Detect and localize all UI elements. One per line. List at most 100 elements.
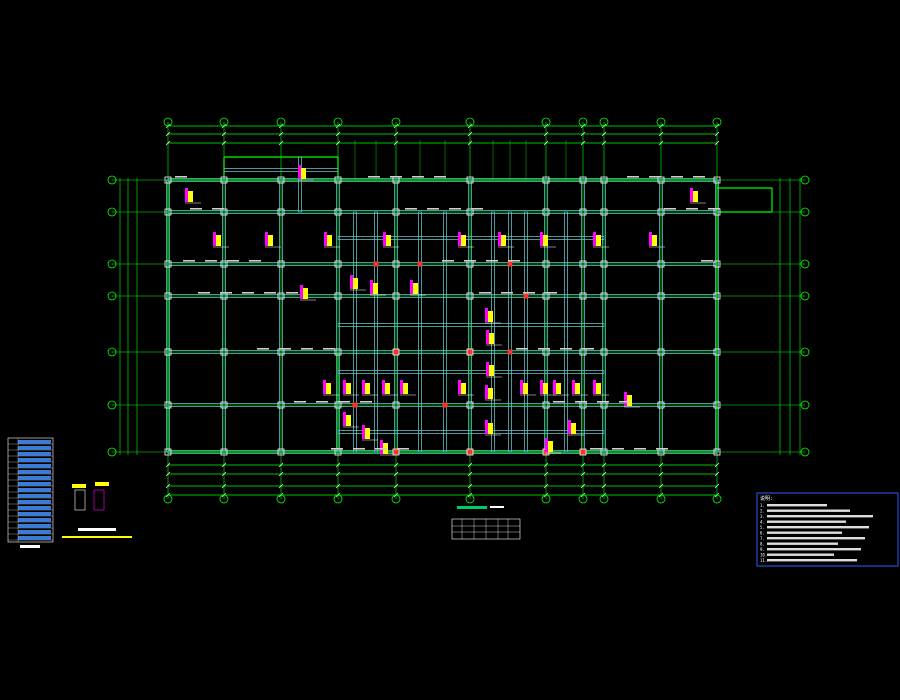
beam-horizontal bbox=[167, 262, 718, 266]
schedule-row-fill bbox=[18, 524, 51, 528]
column bbox=[579, 208, 587, 216]
beam-horizontal bbox=[223, 168, 339, 172]
schedule-row-fill bbox=[18, 530, 51, 534]
dimension-tick-mark bbox=[580, 471, 586, 477]
annotation-flag bbox=[365, 428, 370, 439]
axis-bubble bbox=[712, 494, 722, 504]
beam-text-mark bbox=[190, 208, 202, 210]
column bbox=[164, 401, 172, 409]
beam-text-mark bbox=[560, 348, 572, 350]
annotation-flag-bar bbox=[545, 438, 548, 452]
dimension-tick-mark bbox=[543, 471, 549, 477]
beam-text-mark bbox=[501, 292, 513, 294]
dimension-tick-mark bbox=[601, 131, 607, 137]
notes-line-text-mark bbox=[767, 542, 838, 545]
dimension-tick-mark bbox=[467, 483, 473, 489]
column bbox=[334, 292, 342, 300]
beam-vertical bbox=[508, 211, 512, 453]
column bbox=[277, 208, 285, 216]
dimension-tick-mark bbox=[580, 131, 586, 137]
dimension-tick-mark bbox=[601, 483, 607, 489]
annotation-flag-bar bbox=[593, 232, 596, 246]
column bbox=[334, 176, 342, 184]
dimension-tick-mark bbox=[335, 462, 341, 468]
notes-line: 11. bbox=[760, 558, 767, 563]
axis-bubble bbox=[163, 494, 173, 504]
annotation-flag bbox=[693, 191, 698, 202]
beam-text-mark bbox=[397, 448, 409, 450]
column bbox=[466, 292, 474, 300]
beam-text-mark bbox=[405, 208, 417, 210]
axis-bubble bbox=[599, 117, 609, 127]
beam-text-mark bbox=[390, 176, 402, 178]
annotation-flag bbox=[303, 288, 308, 299]
beam-vertical bbox=[443, 211, 447, 453]
beam-horizontal bbox=[167, 294, 718, 298]
axis-bubble bbox=[599, 494, 609, 504]
column bbox=[713, 401, 721, 409]
annotation-flag-bar bbox=[485, 308, 488, 322]
column bbox=[542, 401, 550, 409]
column bbox=[466, 176, 474, 184]
column bbox=[220, 401, 228, 409]
beam-text-mark bbox=[464, 260, 476, 262]
notes-line: 1. bbox=[760, 503, 765, 508]
beam-text-mark bbox=[227, 260, 239, 262]
annotation-flag-bar bbox=[485, 385, 488, 399]
detail-caption-mark bbox=[78, 528, 116, 531]
annotation-flag-bar bbox=[362, 425, 365, 439]
axis-bubble bbox=[107, 291, 117, 301]
dimension-tick-mark bbox=[467, 131, 473, 137]
schedule-row-fill bbox=[18, 482, 51, 486]
beam-vertical bbox=[602, 179, 606, 453]
dimension-tick-mark bbox=[543, 131, 549, 137]
annotation-flag bbox=[461, 383, 466, 394]
beam-text-mark bbox=[242, 292, 254, 294]
axis-bubble bbox=[800, 207, 810, 217]
column-detail bbox=[62, 482, 132, 538]
beam-horizontal bbox=[337, 370, 605, 374]
annotation-flag-bar bbox=[540, 232, 543, 246]
column bbox=[277, 260, 285, 268]
annotation-flag bbox=[373, 283, 378, 294]
axis-bubble bbox=[578, 117, 588, 127]
annotation-flag bbox=[596, 235, 601, 246]
beam-vertical bbox=[659, 179, 663, 453]
beam-text-mark bbox=[486, 260, 498, 262]
annotation-flag bbox=[346, 415, 351, 426]
annotation-flag bbox=[556, 383, 561, 394]
dimension-tick-mark bbox=[278, 140, 284, 146]
annotation-flag bbox=[188, 191, 193, 202]
dimension-tick-mark bbox=[467, 462, 473, 468]
dimension-tick-mark bbox=[165, 131, 171, 137]
column-marked bbox=[393, 449, 399, 455]
beam-text-mark bbox=[375, 448, 387, 450]
annotation-flag-bar bbox=[350, 275, 353, 289]
schedule-row-fill bbox=[18, 536, 51, 540]
beam-text-mark bbox=[434, 176, 446, 178]
axis-bubble bbox=[465, 117, 475, 127]
legend-title-mark bbox=[457, 506, 487, 509]
column bbox=[392, 260, 400, 268]
column bbox=[277, 176, 285, 184]
column bbox=[164, 208, 172, 216]
annotation-flag bbox=[488, 423, 493, 434]
beam-layout bbox=[166, 156, 719, 454]
annotation-flag-bar bbox=[520, 380, 523, 394]
axis-bubble bbox=[712, 117, 722, 127]
dimension-tick-mark bbox=[278, 462, 284, 468]
column bbox=[220, 448, 228, 456]
annotation-flag bbox=[489, 365, 494, 376]
dimension-tick-mark bbox=[467, 471, 473, 477]
beam-vertical bbox=[336, 179, 340, 453]
schedule-row-fill bbox=[18, 440, 51, 444]
axis-bubble bbox=[107, 207, 117, 217]
axis-bubble bbox=[391, 494, 401, 504]
annotation-flag bbox=[327, 235, 332, 246]
column bbox=[277, 448, 285, 456]
notes-line: 7. bbox=[760, 536, 765, 541]
notes-line-text-mark bbox=[767, 548, 861, 551]
dimension-tick-mark bbox=[658, 462, 664, 468]
annotation-flag-bar bbox=[323, 380, 326, 394]
beam-legend-table bbox=[451, 506, 521, 540]
